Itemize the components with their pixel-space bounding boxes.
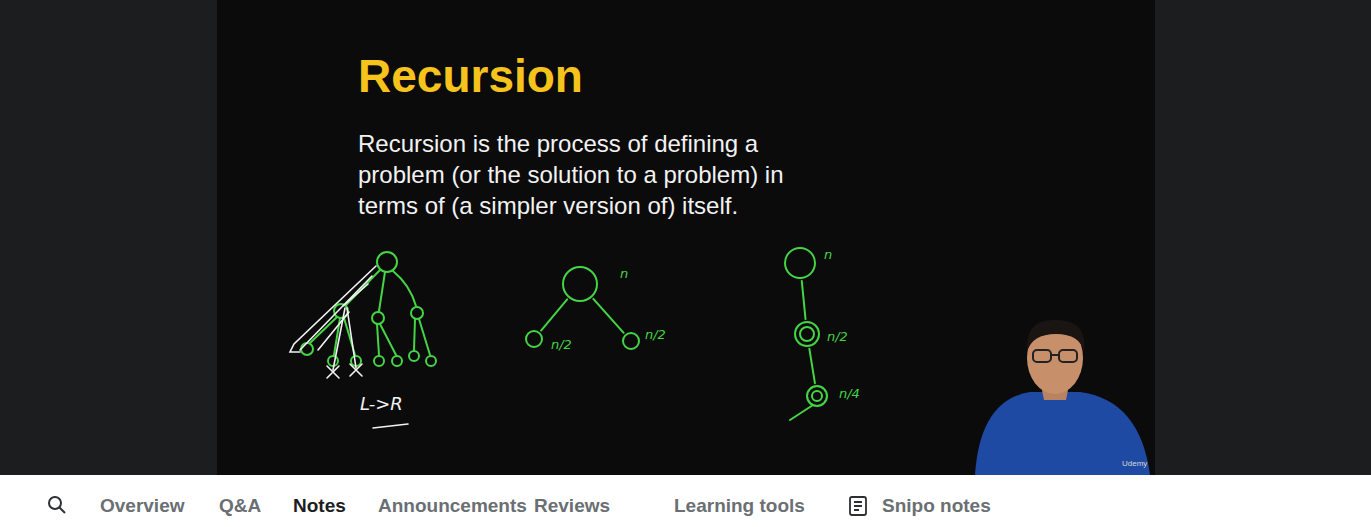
- double-circle-node: n/2: [794, 321, 820, 347]
- size-label: n/4: [839, 386, 860, 401]
- size-label: n/2: [645, 327, 666, 342]
- double-circle-node: n/4: [806, 385, 828, 407]
- tab-label: Learning tools: [674, 494, 805, 518]
- size-label: n/2: [551, 337, 572, 352]
- search-icon: [49, 497, 65, 513]
- watermark: Udemy: [1122, 459, 1147, 468]
- size-label: n: [824, 247, 832, 262]
- size-label: n: [620, 266, 628, 281]
- tab-label-active: Notes: [293, 494, 346, 518]
- slide-title: Recursion: [358, 50, 583, 102]
- circle-node: n/2: [525, 330, 543, 348]
- connector-line: [593, 299, 623, 333]
- circle-node: n: [562, 266, 598, 302]
- connector-line: [809, 349, 815, 383]
- circle-node: n: [784, 247, 816, 279]
- tab-label: Q&A: [219, 494, 261, 518]
- tab-label: Overview: [100, 494, 185, 518]
- tab-label: Announcements: [378, 494, 527, 518]
- size-label: n/2: [827, 329, 848, 344]
- tab-label: Snipo notes: [882, 494, 991, 518]
- presenter: [975, 320, 1150, 475]
- definition-text: Recursion is the process of defining a p…: [358, 128, 826, 221]
- tab-label: Reviews: [534, 494, 610, 518]
- notes-icon: [850, 497, 866, 515]
- connector-line: [802, 281, 806, 319]
- handwritten-note: L->R: [360, 393, 403, 414]
- connector-line: [541, 299, 567, 330]
- circle-node: n/2: [622, 332, 640, 350]
